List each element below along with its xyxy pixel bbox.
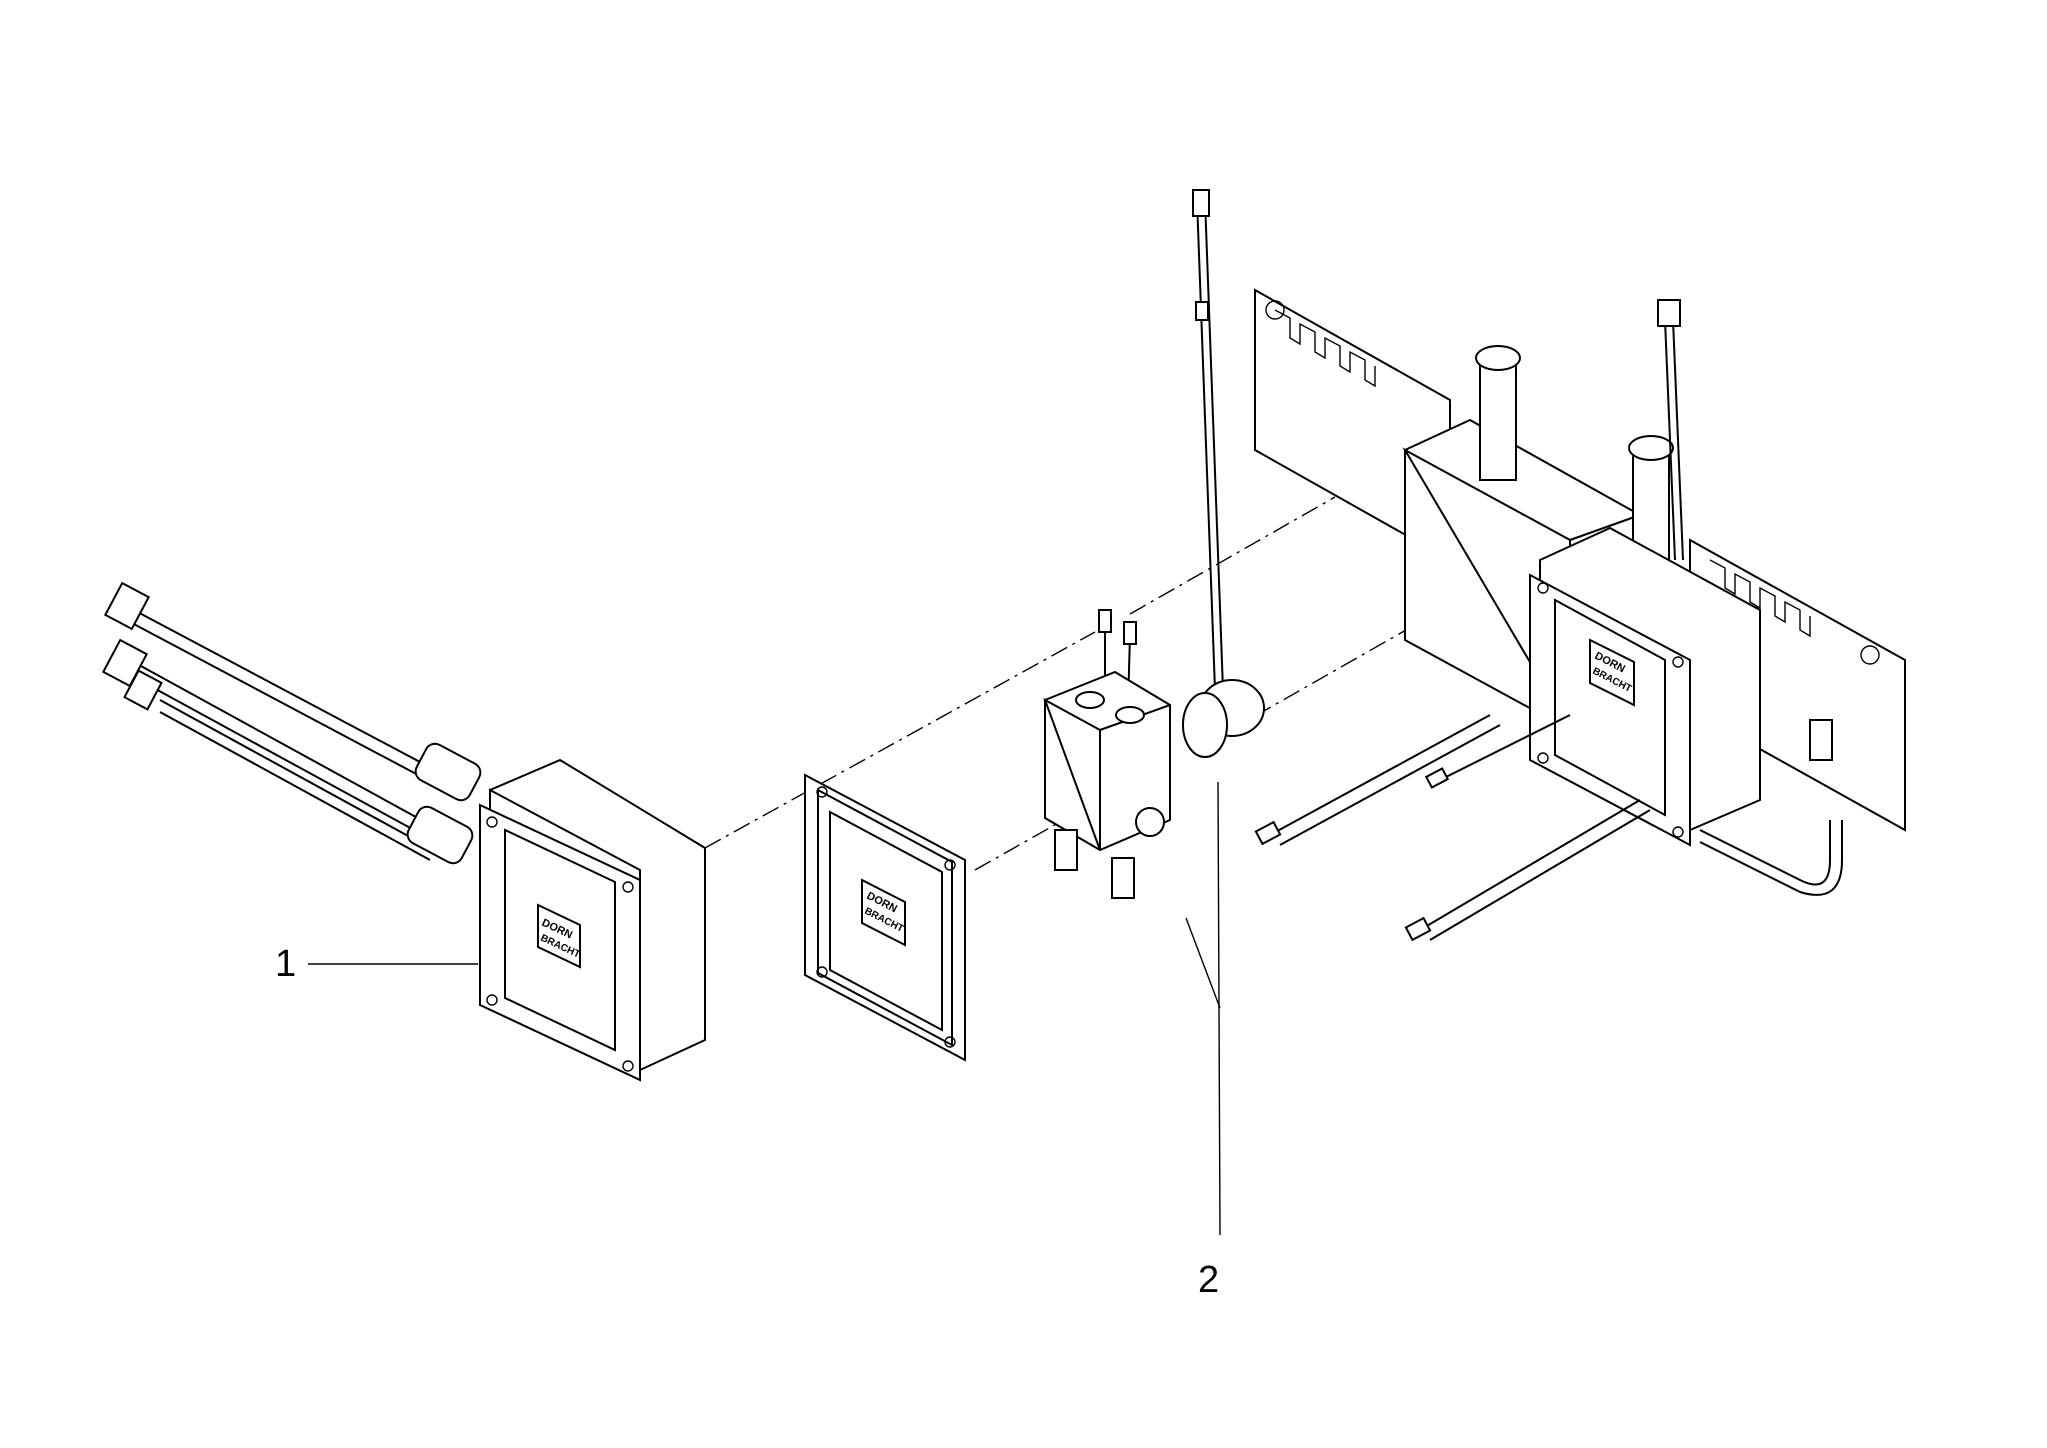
valve-assembly-part [1043,189,1265,899]
callout-1: 1 [275,943,478,985]
callout-1-number: 1 [275,943,296,985]
control-box-part: DORN BRACHT [101,581,706,1082]
callout-2: 2 [1185,781,1221,1301]
callout-2-number: 2 [1198,1259,1219,1301]
alignment-lines [704,496,1451,871]
cover-plate-part: DORN BRACHT [804,773,966,1062]
mounting-box-part: DORN BRACHT [1254,288,1906,942]
